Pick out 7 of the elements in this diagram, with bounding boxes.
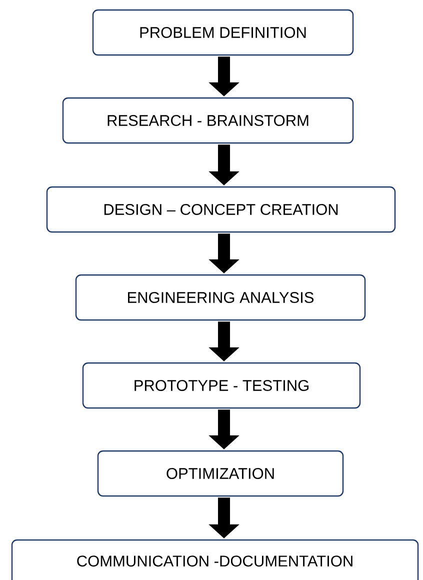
process-box: OPTIMIZATION: [97, 450, 344, 497]
process-box: PROTOTYPE - TESTING: [82, 362, 361, 409]
process-box: ENGINEERING ANALYSIS: [75, 274, 366, 321]
process-box: DESIGN – CONCEPT CREATION: [46, 186, 396, 233]
process-box: COMMUNICATION -DOCUMENTATION: [11, 539, 419, 580]
process-box: PROBLEM DEFINITION: [92, 9, 354, 56]
process-box: RESEARCH - BRAINSTORM: [62, 97, 354, 144]
